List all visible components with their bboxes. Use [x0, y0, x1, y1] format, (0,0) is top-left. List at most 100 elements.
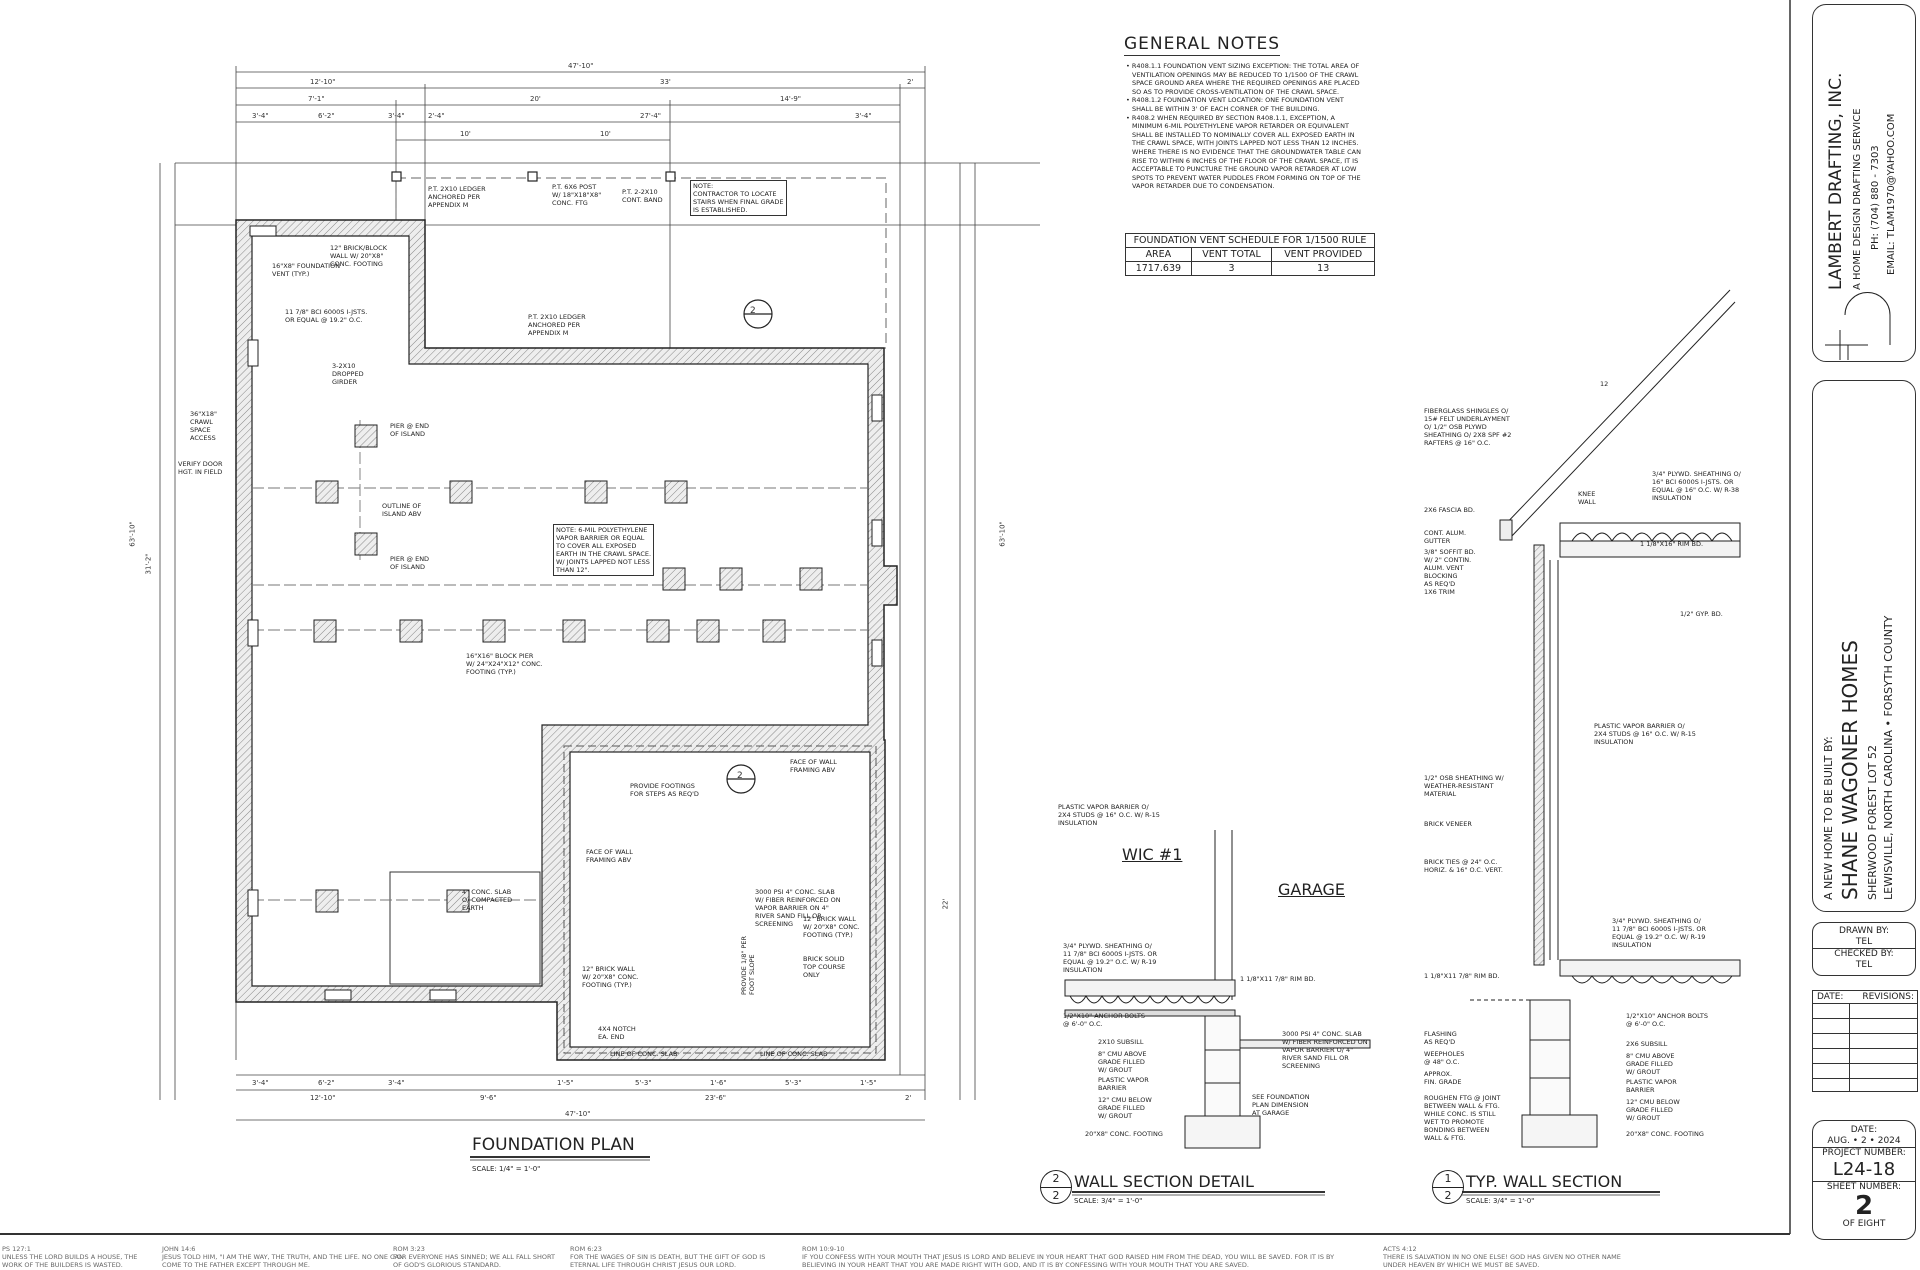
dim: 10'	[600, 130, 611, 138]
drawn-by-label: DRAWN BY:	[1839, 926, 1889, 936]
vapor-barrier-note: NOTE: 6-mil POLYETHYLENE VAPOR BARRIER O…	[553, 524, 655, 576]
section-label: 3/8" SOFFIT BD. W/ 2" CONTIN. ALUM. VENT…	[1424, 548, 1476, 596]
section-label: CONT. ALUM. GUTTER	[1424, 529, 1467, 545]
stairs-note: NOTE: CONTRACTOR TO LOCATE STAIRS WHEN F…	[690, 180, 787, 216]
dim: 20'	[530, 95, 541, 103]
wall-section-detail-title: WALL SECTION DETAIL	[1074, 1172, 1254, 1191]
dim: 9'-6"	[480, 1094, 497, 1102]
callout-garage-slab: 3000 PSI 4" CONC. SLAB W/ FIBER REINFORC…	[755, 888, 841, 928]
section-label: ROUGHEN FTG @ JOINT BETWEEN WALL & FTG. …	[1424, 1094, 1501, 1142]
detail-label: SEE FOUNDATION PLAN DIMENSION AT GARAGE	[1252, 1093, 1310, 1117]
foundation-wall-inner	[251, 235, 869, 987]
callout-vent: 16"x8" FOUNDATION VENT (TYP.)	[272, 262, 341, 278]
general-notes: GENERAL NOTES • R408.1.1 FOUNDATION VENT…	[1124, 34, 1364, 191]
dim: 3'-4"	[388, 1079, 405, 1087]
project-box	[1812, 380, 1916, 912]
callout-island: OUTLINE OF ISLAND ABV	[382, 502, 422, 518]
callout-steps: PROVIDE FOOTINGS FOR STEPS AS REQ'D	[630, 782, 699, 798]
drawn-checked-box: DRAWN BY: TEL CHECKED BY: TEL	[1812, 922, 1916, 976]
revisions-table: DATE: REVISIONS:	[1812, 990, 1918, 1092]
dim: 3'-4"	[252, 1079, 269, 1087]
detail-label: 2x10 SUBSILL	[1098, 1038, 1144, 1046]
section-label: 3/4" PLYWD. SHEATHING O/ 11 7/8" BCI 600…	[1612, 917, 1706, 949]
revisions-date-header: DATE:	[1817, 992, 1844, 1002]
dim: 6'-2"	[318, 112, 335, 120]
section-cut-markers	[726, 299, 773, 794]
section-label: 2x6 SUBSILL	[1626, 1040, 1668, 1048]
dim: 1'-5"	[557, 1079, 574, 1087]
dim: 14'-9"	[780, 95, 802, 103]
callout-notch: 4x4 NOTCH EA. END	[598, 1025, 636, 1041]
section-sheet: 2	[1433, 1187, 1463, 1204]
vent-schedule-header: AREA	[1125, 247, 1192, 262]
dim: 3'-4"	[855, 112, 872, 120]
section-label: BRICK TIES @ 24" O.C. HORIZ. & 16" O.C. …	[1424, 858, 1503, 874]
callout-ledger-2: P.T. 2x10 LEDGER ANCHORED PER APPENDIX M	[528, 313, 586, 337]
project-number: L24-18	[1813, 1159, 1915, 1182]
section-label: PLASTIC VAPOR BARRIER	[1626, 1078, 1677, 1094]
typ-wall-section-title: TYP. WALL SECTION	[1466, 1172, 1623, 1191]
section-label: PLASTIC VAPOR BARRIER O/ 2x4 STUDS @ 16"…	[1594, 722, 1696, 746]
dim: 3'-4"	[252, 112, 269, 120]
section-label: 1/2" OSB SHEATHING W/ WEATHER-RESISTANT …	[1424, 774, 1504, 798]
block-piers	[313, 424, 823, 913]
callout-joists: 11 7/8" BCI 6000s I-JSTS. OR EQUAL @ 19.…	[285, 308, 368, 324]
dim: 6'-2"	[318, 1079, 335, 1087]
typ-wall-section-drawing	[1470, 289, 1741, 1148]
vent-schedule-header: VENT TOTAL	[1190, 247, 1273, 262]
line-of-slab-left: LINE OF CONC. SLAB	[610, 1050, 678, 1058]
callout-ledger: P.T. 2x10 LEDGER ANCHORED PER APPENDIX M	[428, 185, 486, 209]
date-value: AUG. • 2 • 2024	[1813, 1136, 1915, 1148]
deck-posts	[391, 171, 676, 182]
section-label: 20"x8" CONC. FOOTING	[1626, 1130, 1704, 1138]
detail-sheet: 2	[1041, 1187, 1071, 1204]
section-label: APPROX. FIN. GRADE	[1424, 1070, 1462, 1086]
builder-name: SHANE WAGONER HOMES	[1838, 640, 1862, 900]
general-note-item: • R408.1.1 FOUNDATION VENT SIZING EXCEPT…	[1126, 62, 1360, 96]
general-note-item: • R408.1.2 FOUNDATION VENT LOCATION: ONE…	[1126, 96, 1344, 113]
company-tagline: A HOME DESIGN DRAFTING SERVICE	[1852, 108, 1863, 290]
section-label: 1/2"x10" ANCHOR BOLTS @ 6'-0" O.C.	[1626, 1012, 1708, 1028]
dim: 47'-10"	[565, 1110, 591, 1118]
typ-wall-section-scale: SCALE: 3/4" = 1'-0"	[1466, 1197, 1535, 1205]
callout-girder: 3-2x10 DROPPED GIRDER	[332, 362, 364, 386]
built-by-label: A NEW HOME TO BE BUILT BY:	[1822, 736, 1835, 900]
plan-dimensions-sides	[159, 163, 976, 1121]
dim: 3'-4"	[388, 112, 405, 120]
vent-schedule-table: FOUNDATION VENT SCHEDULE FOR 1/1500 RULE…	[1125, 233, 1375, 276]
detail-label: 12" CMU BELOW GRADE FILLED W/ GROUT	[1098, 1096, 1152, 1120]
vent-schedule-provided: 13	[1271, 261, 1375, 276]
detail-label: 20"x8" CONC. FOOTING	[1085, 1130, 1163, 1138]
detail-label: PLASTIC VAPOR BARRIER O/ 2x4 STUDS @ 16"…	[1058, 803, 1160, 827]
general-note-item: • R408.2 WHEN REQUIRED BY SECTION R408.1…	[1126, 113, 1361, 191]
dim: 22'	[941, 898, 950, 910]
callout-brick-solid: BRICK SOLID TOP COURSE ONLY	[803, 955, 846, 979]
section-number: 1	[1444, 1172, 1452, 1185]
sheet-of: OF EIGHT	[1842, 1219, 1886, 1229]
company-phone: PH: (704) 880 - 7303	[1870, 145, 1881, 250]
dim: 7'-1"	[308, 95, 325, 103]
callout-band: P.T. 2-2x10 CONT. BAND	[622, 188, 663, 204]
section-label: FLASHING AS REQ'D	[1424, 1030, 1457, 1046]
section-bubble: 1 2	[1432, 1170, 1464, 1204]
vent-schedule-total: 3	[1190, 261, 1273, 276]
dim: 1'-6"	[710, 1079, 727, 1087]
foundation-vents	[247, 225, 883, 1001]
sheet-number: 2	[1854, 1191, 1874, 1221]
detail-label: 1 1/8"x11 7/8" RIM BD.	[1240, 975, 1316, 983]
section-label: 1 1/8"x16" RIM BD.	[1640, 540, 1704, 548]
callout-pier: PIER @ END OF ISLAND	[390, 422, 430, 438]
callout-post: P.T. 6x6 POST W/ 18"x18"x8" CONC. FTG	[552, 183, 602, 207]
checked-by-label: CHECKED BY:	[1834, 949, 1894, 959]
project-lot: SHERWOOD FOREST LOT 52	[1866, 745, 1879, 900]
checked-by: TEL	[1855, 960, 1873, 970]
project-number-label: PROJECT NUMBER:	[1822, 1148, 1906, 1158]
callout-door: VERIFY DOOR HGT. IN FIELD	[178, 460, 223, 476]
callout-face-wall: FACE OF WALL FRAMING ABV	[790, 758, 837, 774]
dim: 12'-10"	[310, 78, 336, 86]
wall-section-detail-scale: SCALE: 3/4" = 1'-0"	[1074, 1197, 1143, 1205]
dim: 2'	[905, 1094, 912, 1102]
